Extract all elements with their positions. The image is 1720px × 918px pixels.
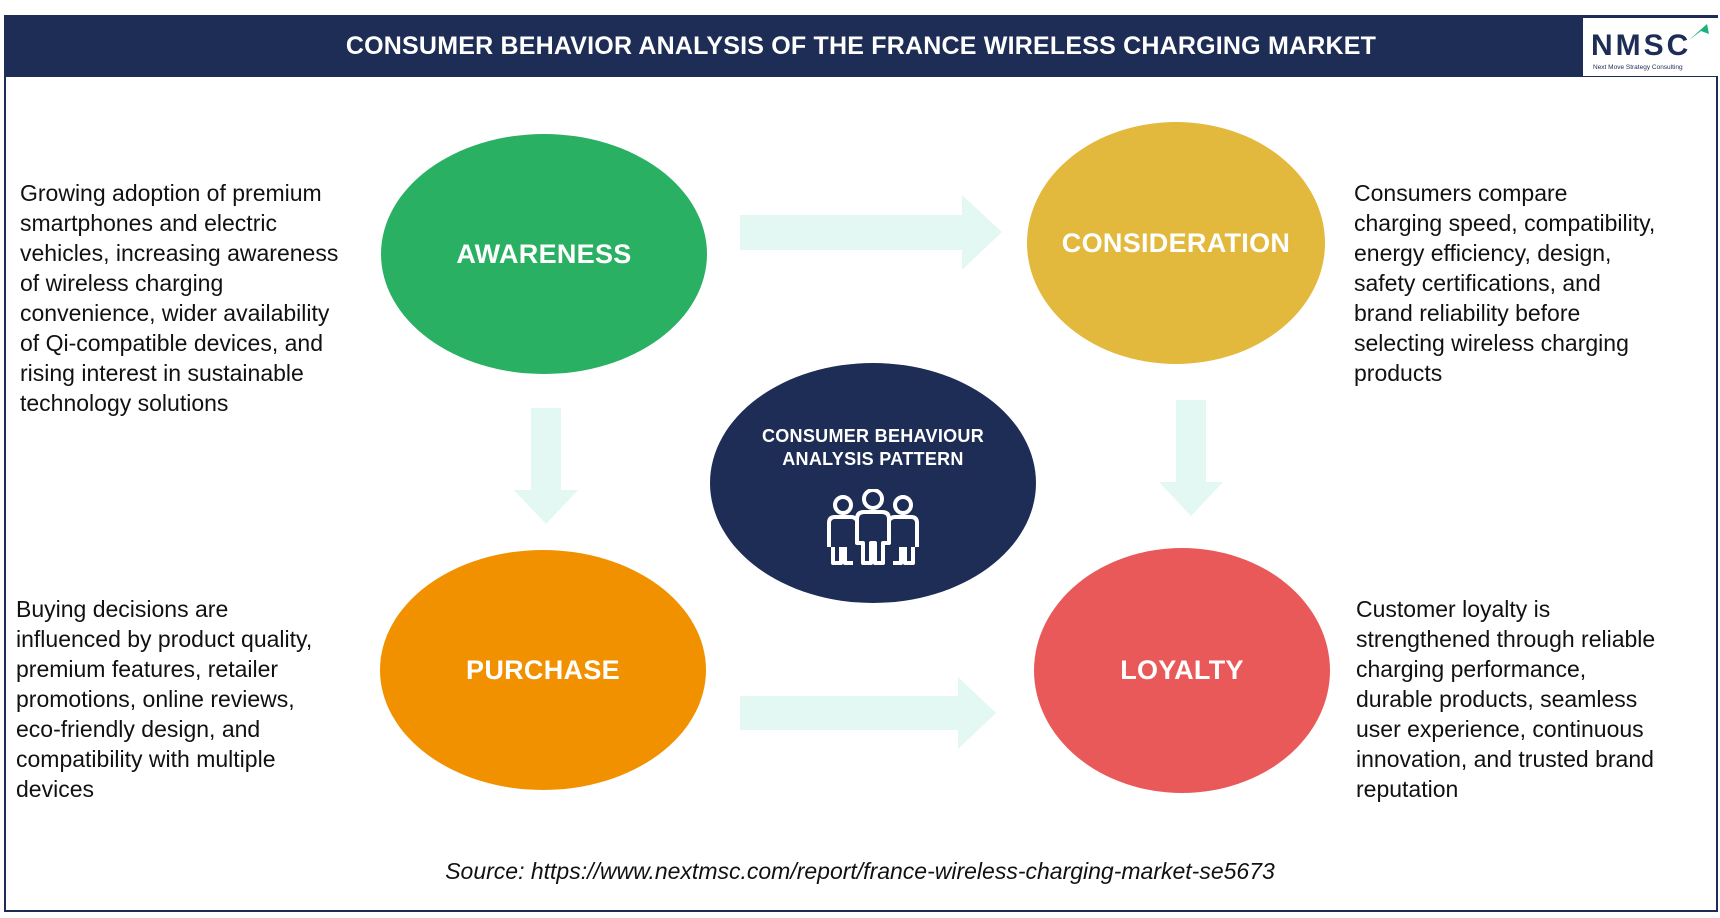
awareness-circle: AWARENESS — [381, 134, 707, 374]
consideration-description: Consumers compare charging speed, compat… — [1354, 180, 1656, 386]
arrow-consideration-to-loyalty — [1159, 400, 1223, 516]
nmsc-logo: NMSC Next Move Strategy Consulting — [1583, 18, 1718, 76]
purchase-description: Buying decisions are influenced by produ… — [16, 596, 313, 802]
loyalty-description: Customer loyalty is strengthened through… — [1356, 596, 1656, 802]
consideration-label: CONSIDERATION — [1061, 227, 1291, 258]
page-title: CONSUMER BEHAVIOR ANALYSIS OF THE FRANCE… — [345, 32, 1377, 60]
arrow-awareness-to-purchase — [514, 408, 578, 524]
logo-tagline: Next Move Strategy Consulting — [1593, 64, 1683, 71]
logo-text: NMSC — [1591, 29, 1692, 62]
awareness-description: Growing adoption of premium smartphones … — [20, 180, 339, 416]
arrow-purchase-to-loyalty — [740, 677, 996, 749]
center-circle: CONSUMER BEHAVIOUR ANALYSIS PATTERN — [710, 363, 1036, 603]
purchase-label: PURCHASE — [466, 654, 620, 685]
source-citation: Source: https://www.nextmsc.com/report/f… — [445, 858, 1275, 884]
loyalty-circle: LOYALTY — [1034, 548, 1330, 793]
arrow-awareness-to-consideration — [740, 195, 1002, 270]
purchase-circle: PURCHASE — [380, 550, 706, 790]
center-label: CONSUMER BEHAVIOUR ANALYSIS PATTERN — [761, 426, 985, 469]
team-icon — [827, 489, 919, 565]
loyalty-label: LOYALTY — [1120, 655, 1244, 685]
consideration-circle: CONSIDERATION — [1027, 122, 1325, 364]
logo-arrow-icon — [1689, 24, 1709, 40]
header-bar: CONSUMER BEHAVIOR ANALYSIS OF THE FRANCE… — [4, 15, 1718, 77]
awareness-label: AWARENESS — [456, 238, 632, 269]
